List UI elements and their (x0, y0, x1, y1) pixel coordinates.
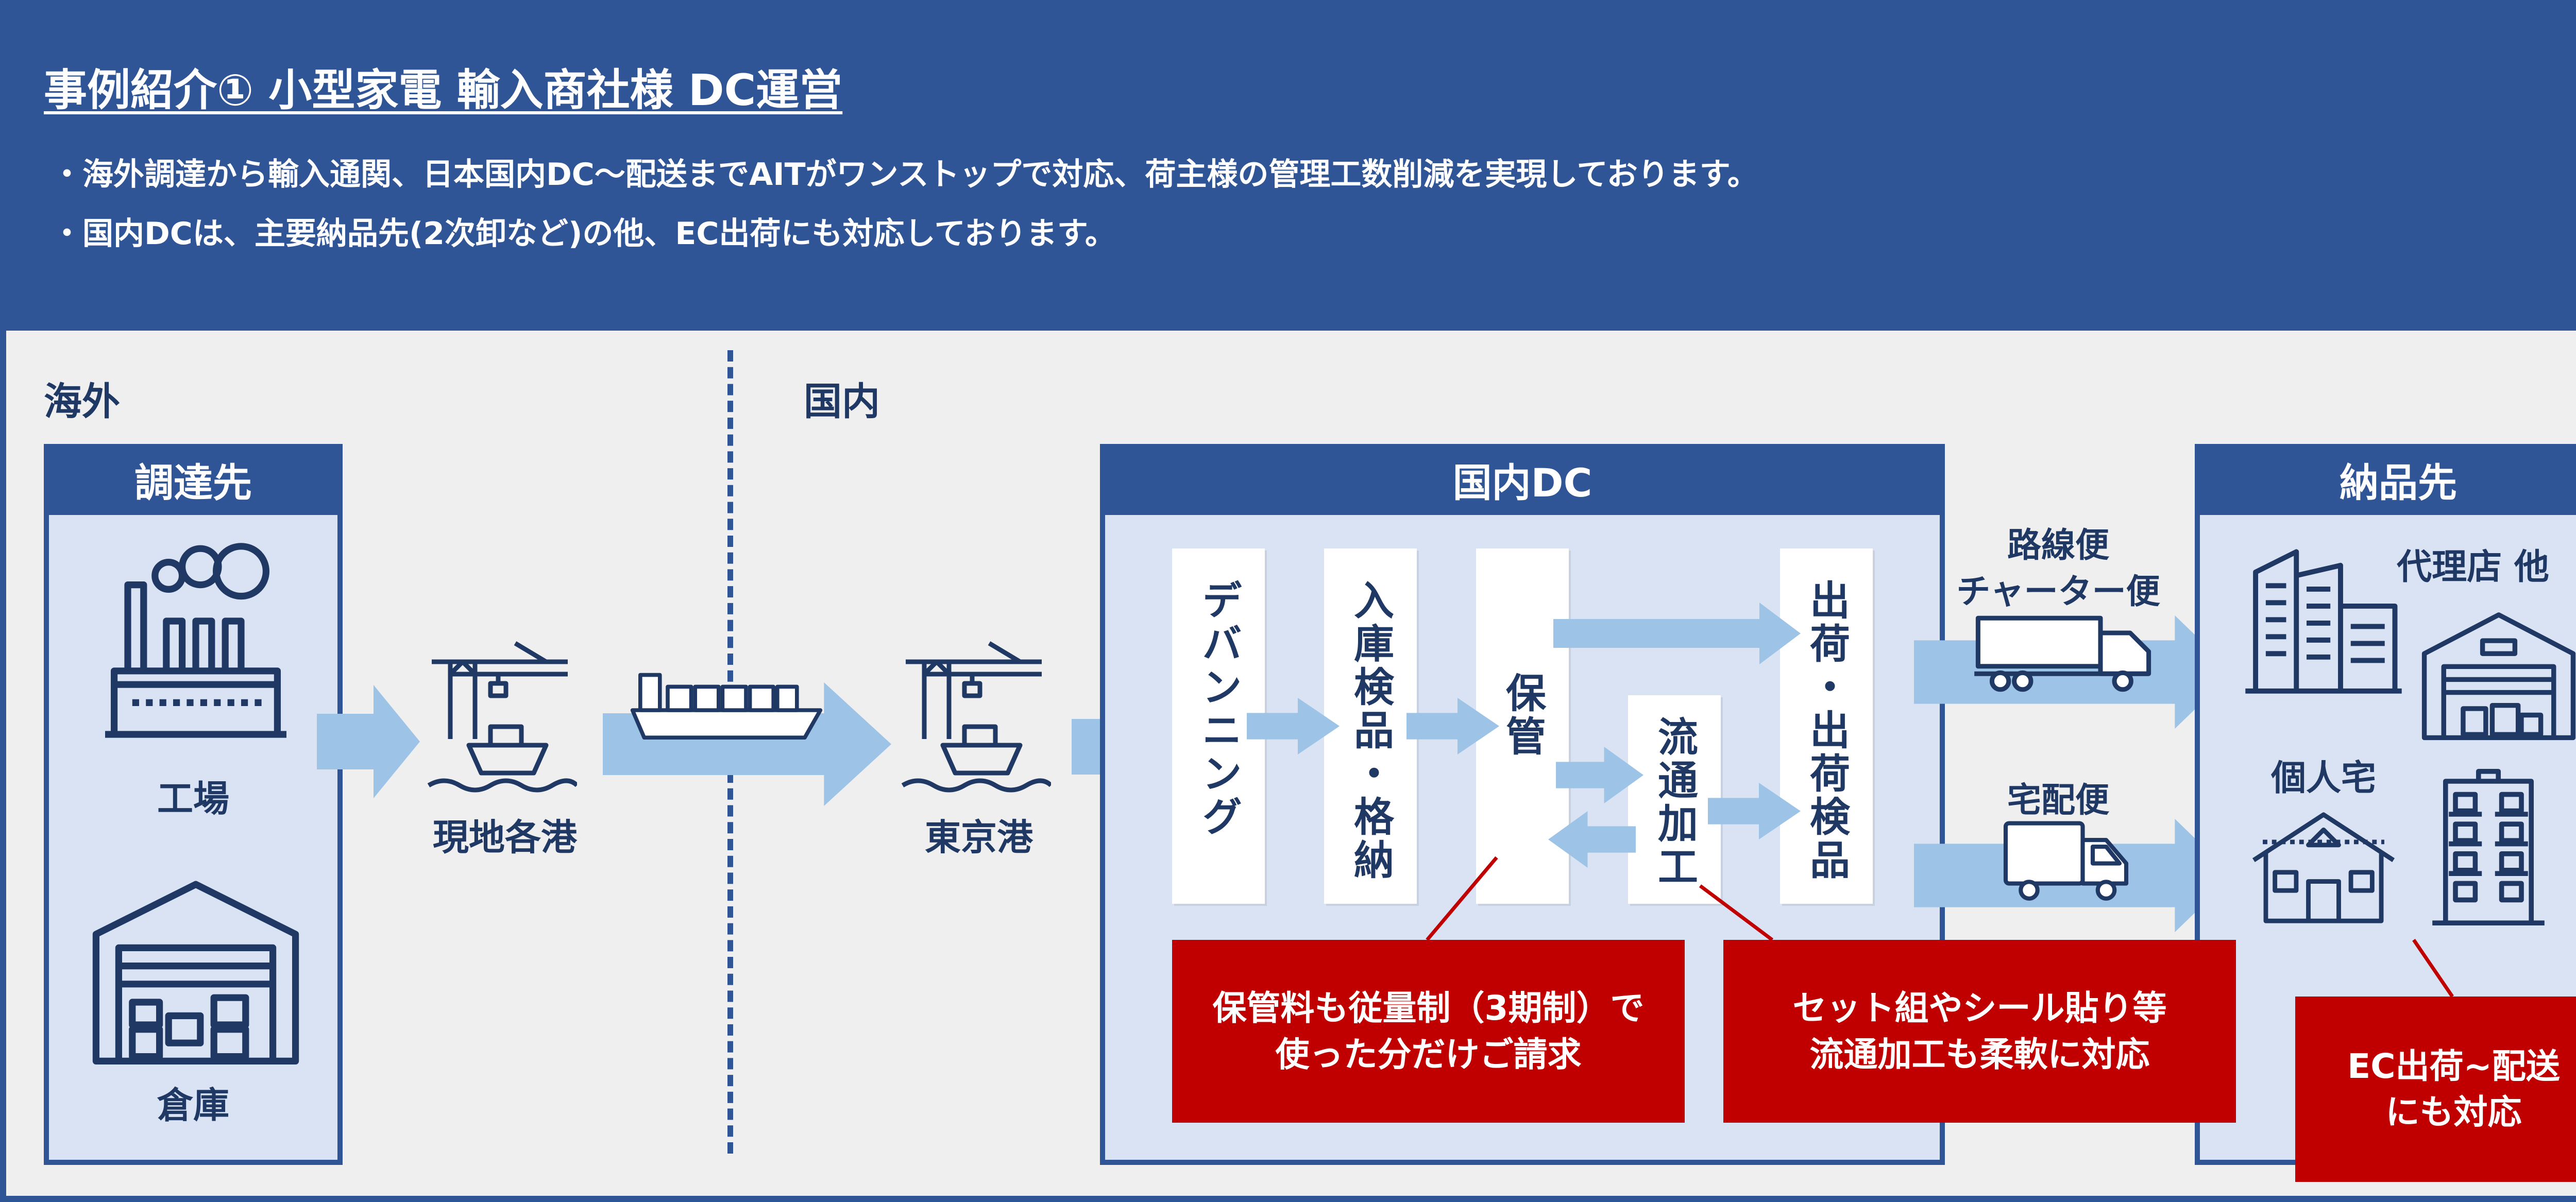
factory-label: 工場 (157, 778, 229, 820)
agency-label: 代理店 他 (2397, 547, 2549, 588)
region-label-overseas: 海外 (44, 380, 120, 424)
container-ship-icon (629, 654, 824, 747)
home-label: 個人宅 (2270, 758, 2376, 799)
step-storage-label: 保管 (1499, 672, 1546, 759)
step-inbound-inspection: 入庫検品・格納 (1324, 548, 1417, 904)
processing-callout: セット組やシール貼り等 流通加工も柔軟に対応 (1723, 940, 2236, 1123)
arrow-procurement-to-port (317, 685, 420, 798)
arrow-inbound-to-storage (1406, 698, 1499, 754)
warehouse-label: 倉庫 (157, 1084, 229, 1126)
step-processing-label: 流通加工 (1651, 716, 1698, 889)
arrow-processing-to-storage (1548, 811, 1636, 868)
route-delivery-label: 路線便 (2007, 525, 2109, 565)
factory-icon (82, 530, 309, 757)
processing-callout-line1: セット組やシール貼り等 (1792, 988, 2167, 1028)
charter-delivery-label: チャーター便 (1956, 572, 2160, 611)
step-devanning: デバンニング (1172, 548, 1265, 904)
port-crane-icon-local (422, 631, 577, 801)
domestic-dc-title: 国内DC (1100, 444, 1945, 515)
parcel-delivery-label: 宅配便 (2007, 780, 2109, 820)
arrow-storage-to-processing (1556, 747, 1643, 803)
bullet-one-stop: ・海外調達から輸入通関、日本国内DC～配送までAITがワンストップで対応、荷主様… (52, 157, 1758, 193)
tokyo-port-label: 東京港 (925, 816, 1033, 858)
storage-fee-callout-line1: 保管料も従量制（3期制）で (1212, 988, 1645, 1028)
arrow-storage-to-outbound (1553, 603, 1801, 664)
office-building-icon (2239, 538, 2409, 698)
step-devanning-label: デバンニング (1195, 579, 1242, 839)
step-processing: 流通加工 (1628, 695, 1721, 904)
destination-title: 納品先 (2195, 444, 2576, 515)
warehouse-icon (82, 865, 309, 1071)
van-icon (1999, 816, 2133, 904)
ec-callout-line1: EC出荷~配送 (2347, 1046, 2560, 1086)
ec-callout-line2: にも対応 (2385, 1092, 2522, 1132)
page-title: 事例紹介① 小型家電 輸入商社様 DC運営 (44, 65, 843, 115)
truck-icon (1971, 610, 2156, 693)
step-outbound-label: 出荷・出荷検品 (1803, 579, 1850, 882)
distribution-warehouse-icon (2416, 605, 2576, 744)
step-outbound: 出荷・出荷検品 (1780, 548, 1873, 904)
bullet-domestic-dc: ・国内DCは、主要納品先(2次卸など)の他、EC出荷にも対応しております。 (52, 216, 1116, 252)
region-label-domestic: 国内 (804, 380, 880, 424)
ec-shipping-callout: EC出荷~配送 にも対応 (2295, 997, 2576, 1182)
storage-fee-callout-line2: 使った分だけご請求 (1275, 1034, 1582, 1074)
storage-fee-callout: 保管料も従量制（3期制）で 使った分だけご請求 (1172, 940, 1685, 1123)
step-inbound-label: 入庫検品・格納 (1347, 579, 1394, 882)
arrow-processing-to-outbound (1708, 783, 1801, 839)
house-icon (2246, 809, 2401, 927)
procurement-title: 調達先 (44, 444, 343, 515)
local-port-label: 現地各港 (433, 816, 577, 858)
apartment-icon (2416, 765, 2561, 930)
processing-callout-line2: 流通加工も柔軟に対応 (1809, 1034, 2150, 1074)
arrow-devanning-to-inbound (1247, 698, 1340, 754)
port-crane-icon-tokyo (896, 631, 1051, 801)
